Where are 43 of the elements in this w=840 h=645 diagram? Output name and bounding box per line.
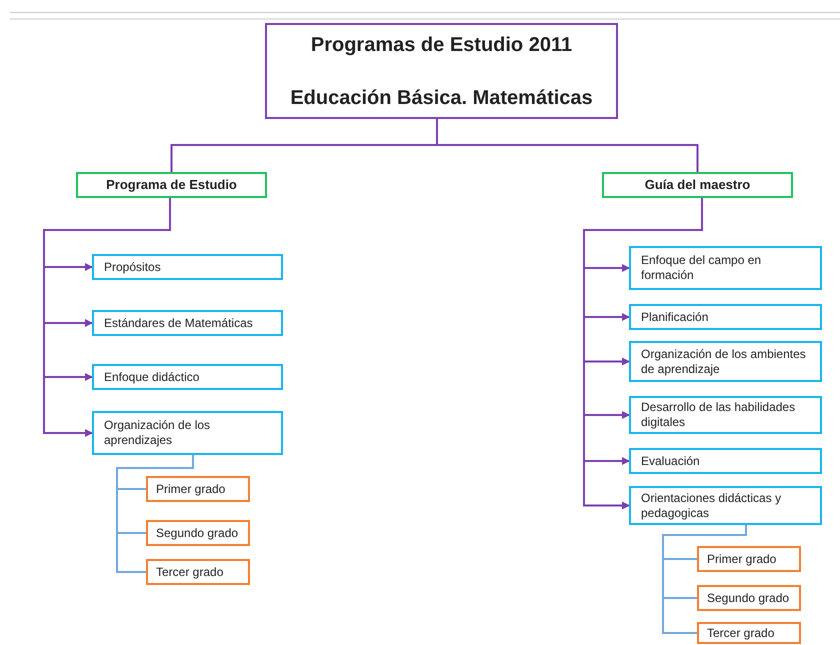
grade-box: [697, 585, 801, 611]
box-label: Evaluación: [641, 454, 700, 468]
box-label: Tercer grado: [156, 564, 224, 580]
grade-box: [697, 622, 801, 644]
grade-box: [146, 520, 250, 546]
connector-line: [662, 525, 747, 634]
grade-box: [146, 476, 250, 502]
box-label: Primer grado: [707, 552, 776, 566]
box-label: Organización de los ambientes de aprendizaje: [641, 346, 807, 376]
box-label: Educación Básica. Matemáticas: [290, 86, 593, 111]
section-box: [76, 172, 267, 198]
box-label: Enfoque didáctico: [104, 370, 200, 384]
title: Programas de Estudio 2011: [310, 33, 572, 58]
connector-line: [116, 455, 194, 573]
topic-box: [629, 448, 822, 474]
box-label: Orientaciones didácticas y pedagogicas: [641, 490, 782, 520]
box-label: Desarrollo de las habilidades digitales: [641, 400, 796, 430]
connector-line: [436, 119, 698, 172]
grade-box: [146, 559, 250, 585]
topic-box: [92, 411, 283, 455]
topic-box: [629, 396, 822, 434]
box-label: Planificación: [641, 310, 708, 324]
box-label: Enfoque del campo en formación: [641, 253, 762, 283]
topic-box: [629, 304, 822, 330]
box-label: Propósitos: [104, 260, 161, 274]
box-label: Tercer grado: [707, 626, 774, 640]
topic-box: [92, 310, 283, 336]
box-label: Programa de Estudio: [106, 176, 237, 194]
section-box: [602, 172, 793, 198]
box-label: Segundo grado: [156, 526, 238, 540]
topic-box: [629, 341, 822, 382]
topic-box: [629, 246, 822, 290]
grade-box: [697, 546, 801, 572]
topic-box: [629, 486, 822, 525]
box-label: Primer grado: [156, 482, 226, 496]
topic-box: [92, 254, 283, 280]
box-label: Organización de los aprendizajes: [104, 418, 212, 448]
box-label: Segundo grado: [707, 590, 790, 606]
box-label: Guía del maestro: [644, 176, 750, 194]
arrow: [43, 198, 171, 437]
topic-box: [92, 364, 283, 390]
title-box: [265, 23, 618, 119]
box-label: Estándares de Matemáticas: [104, 316, 253, 330]
